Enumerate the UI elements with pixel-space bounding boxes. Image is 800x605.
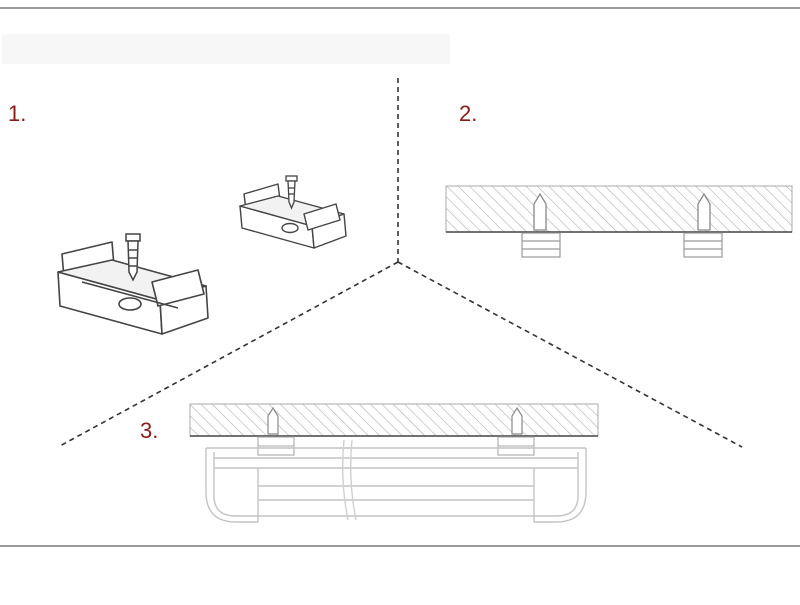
screw-step2-left xyxy=(533,192,547,231)
screw-step3-left xyxy=(267,406,279,435)
screw-step2-right xyxy=(697,192,711,231)
divider-right-diagonal xyxy=(397,261,743,448)
ceiling-section-step2 xyxy=(445,185,793,233)
clip-step2-right xyxy=(683,232,723,258)
screw-large xyxy=(125,233,141,282)
clip-step3-right xyxy=(497,436,535,456)
mounting-clip-small xyxy=(239,183,347,249)
clip-step3-left xyxy=(257,436,295,456)
clip-step2-left xyxy=(521,232,561,258)
screw-small xyxy=(285,175,298,210)
step-3-label: 3. xyxy=(140,418,159,443)
divider-left-diagonal xyxy=(57,261,399,448)
screw-step3-right xyxy=(511,406,523,435)
ceiling-section-step3 xyxy=(189,403,599,437)
mounting-clip-large xyxy=(57,241,209,335)
blank-header-strip xyxy=(2,34,450,64)
light-fixture xyxy=(205,439,587,523)
step-2-label: 2. xyxy=(459,101,478,126)
step-1-label: 1. xyxy=(8,101,27,126)
panel-dividers xyxy=(57,78,743,448)
